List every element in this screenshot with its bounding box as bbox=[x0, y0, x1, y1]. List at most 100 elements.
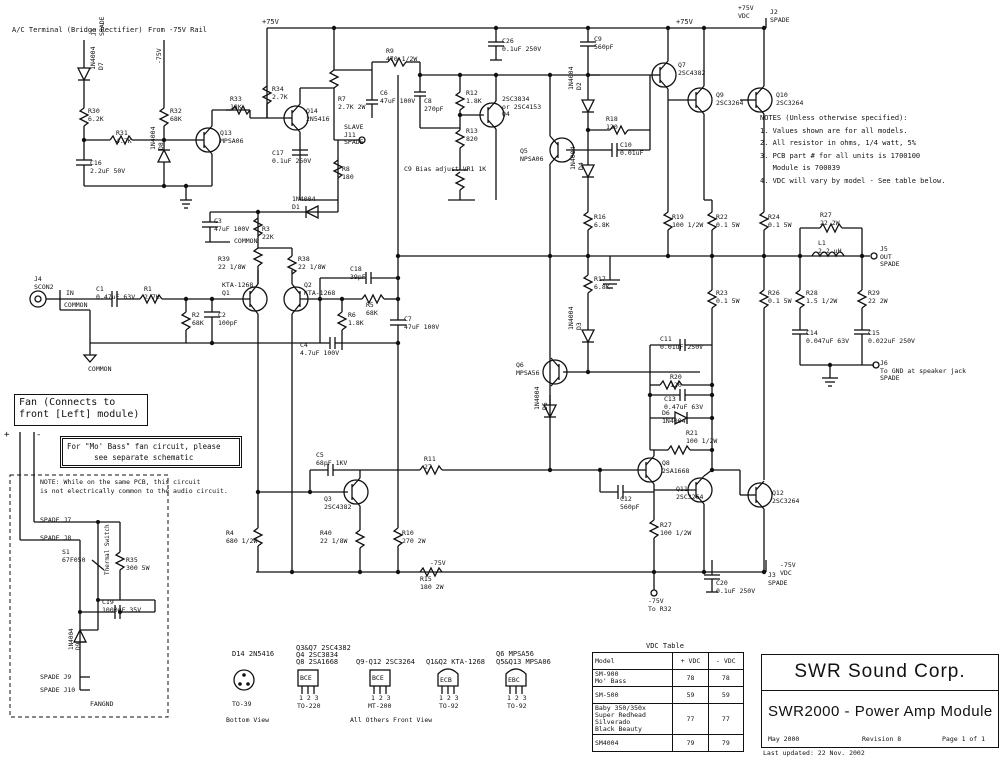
vdc-row: SM4004 79 79 bbox=[591, 734, 745, 752]
r23-label: R23 0.1 5W bbox=[716, 289, 740, 305]
r15-label: R15 180 2W bbox=[420, 575, 444, 591]
r27-label: R27 22 2W bbox=[820, 211, 840, 227]
bottom-view: Bottom View bbox=[226, 716, 270, 724]
pin-ebc: EBC bbox=[508, 676, 520, 684]
title-block: SWR Sound Corp. SWR2000 - Power Amp Modu… bbox=[761, 654, 999, 748]
r19-label: R19 100 1/2W bbox=[672, 213, 704, 229]
q4-label: 2SC3834 or 2SC4153 Q4 bbox=[502, 95, 542, 118]
vdc-table: Model + VDC - VDC SM-900 Mo' Bass 78 78 … bbox=[591, 652, 745, 752]
d5-label: 1N4004 D5 bbox=[533, 386, 549, 410]
note-3b: Module is 700039 bbox=[760, 164, 841, 172]
pinout-q8: Q8 2SA1668 bbox=[296, 658, 339, 666]
vdc-cell-model: SM-900 Mo' Bass bbox=[591, 669, 674, 687]
d1-diode bbox=[304, 204, 319, 220]
c10-label: C10 0.01uF bbox=[620, 141, 644, 157]
d4-label: 1N4004 D4 bbox=[569, 146, 585, 170]
c14-label: C14 0.047uF 63V bbox=[806, 329, 850, 345]
q7-transistor bbox=[650, 28, 677, 100]
d1-label: 1N4004 D1 bbox=[292, 195, 316, 211]
notes-title: NOTES (Unless otherwise specified): bbox=[760, 114, 908, 122]
q12-label: Q12 2SC3264 bbox=[772, 489, 800, 505]
output-filter bbox=[792, 222, 880, 387]
q13-transistor bbox=[180, 109, 250, 186]
pinout-q1q2: Q1&Q2 KTA-1268 bbox=[426, 658, 486, 666]
r31-label: R31 4.7K bbox=[116, 129, 132, 145]
r16-label: R16 6.8K bbox=[594, 213, 610, 229]
c6-label: C6 47uF 100V bbox=[380, 89, 416, 105]
vdc-row: SM-900 Mo' Bass 78 78 bbox=[591, 669, 745, 687]
c17-label: C17 0.1uF 250V bbox=[272, 149, 312, 165]
vdc-row: SM-500 59 59 bbox=[591, 686, 745, 704]
in-label: IN bbox=[66, 289, 74, 297]
title-divider bbox=[762, 690, 998, 691]
r3-label: R3 22K bbox=[262, 225, 274, 241]
r17-label: R17 6.8K bbox=[594, 275, 610, 291]
r1-resistor bbox=[90, 293, 320, 344]
r11-label: R11 27 bbox=[424, 455, 436, 471]
pinout-q3q7: Q3&Q7 2SC4382 bbox=[296, 644, 351, 652]
vdc-cell-plus: 78 bbox=[672, 669, 709, 687]
j5-label: J5 OUT SPADE bbox=[880, 245, 900, 268]
r32-label: R32 68K bbox=[170, 107, 182, 123]
vdc-head-model: Model bbox=[591, 652, 674, 670]
q8-label: Q8 2SA1668 bbox=[662, 459, 690, 475]
fan-circuit bbox=[9, 432, 169, 718]
r1-label: R1 2.7K bbox=[144, 285, 160, 301]
m75vdc-label: -75V VDC bbox=[780, 561, 796, 577]
q2-transistor bbox=[283, 270, 320, 572]
notes-block: NOTES (Unless otherwise specified): 1. V… bbox=[760, 112, 945, 187]
common1-label: COMMON bbox=[234, 237, 258, 245]
feedback-network bbox=[319, 256, 406, 350]
c1-label: C1 0.47uF 63V bbox=[96, 285, 136, 301]
note-2: 2. All resistor in ohms, 1/4 watt, 5% bbox=[760, 139, 916, 147]
c13-label: C13 0.47uF 63V bbox=[664, 395, 704, 411]
r29-label: R29 22 2W bbox=[868, 289, 888, 305]
all-others-view: All Others Front View bbox=[350, 716, 433, 724]
fan-c19: C19 1000uF 35V bbox=[102, 598, 142, 614]
j6-label: J6 To GND at speaker jack SPADE bbox=[880, 359, 967, 382]
r9-label: R9 470 1/2W bbox=[386, 47, 418, 63]
q3-transistor bbox=[258, 343, 550, 572]
q12-transistor bbox=[712, 469, 773, 572]
doc-revision: Revision 8 bbox=[862, 735, 902, 743]
from-rail-label: From -75V Rail bbox=[148, 26, 208, 34]
vdc-table-title: VDC Table bbox=[646, 642, 684, 650]
doc-date: May 2000 bbox=[768, 735, 800, 743]
j1-label: J1 SPADE bbox=[90, 16, 106, 36]
pin-bce2: BCE bbox=[372, 674, 384, 682]
vdc-cell-minus: 59 bbox=[707, 686, 745, 704]
pkg-mt200: MT-200 bbox=[368, 702, 392, 710]
q9-transistor bbox=[667, 28, 713, 212]
note-1: 1. Values shown are for all models. bbox=[760, 126, 908, 135]
pin-bce1: BCE bbox=[300, 674, 312, 682]
r4-label: R4 680 1/2W bbox=[226, 529, 258, 545]
pinout-q5q13: Q5&Q13 MPSA06 bbox=[496, 658, 551, 666]
c1-capacitor bbox=[111, 291, 140, 307]
vdc-head-plus: + VDC bbox=[672, 652, 709, 670]
vdc-cell-minus: 78 bbox=[707, 669, 745, 687]
fan-title-box: Fan (Connects to front [Left] module) bbox=[14, 394, 148, 426]
pin-ecb: ECB bbox=[440, 676, 452, 684]
c3-label: C3 47uF 100V bbox=[214, 217, 250, 233]
r27b-label: R27 100 1/2W bbox=[660, 521, 692, 537]
vdc-cell-model: SM4004 bbox=[591, 734, 674, 752]
ac-terminal-label: A/C Terminal (Bridge Rectifier) bbox=[12, 26, 143, 34]
rail-negative bbox=[256, 560, 767, 573]
q3-label: Q3 2SC4382 bbox=[324, 495, 352, 511]
q4-transistor bbox=[479, 28, 505, 200]
r21-label: R21 100 1/2W bbox=[686, 429, 718, 445]
q14-label: Q14 2N5416 bbox=[306, 107, 330, 123]
pin-nums-1: 1 2 3 bbox=[299, 694, 319, 702]
j4-label: J4 SCON2 bbox=[34, 275, 54, 291]
vdc-cell-model: SM-500 bbox=[591, 686, 674, 704]
c12-label: C12 560pF bbox=[620, 495, 640, 511]
q13-label: Q13 MPSA06 bbox=[220, 129, 244, 145]
fan-j7: SPADE J7 bbox=[40, 516, 72, 524]
r39-label: R39 22 1/8W bbox=[218, 255, 246, 271]
fan-title: Fan (Connects to front [Left] module) bbox=[19, 397, 140, 420]
vdc-cell-plus: 77 bbox=[672, 703, 709, 735]
input-jack bbox=[29, 290, 112, 363]
r10-label: R10 270 2W bbox=[402, 529, 426, 545]
j11-label: SLAVE J11 SPADE bbox=[344, 123, 364, 146]
q1-label: KTA-1268 Q1 bbox=[222, 281, 254, 297]
